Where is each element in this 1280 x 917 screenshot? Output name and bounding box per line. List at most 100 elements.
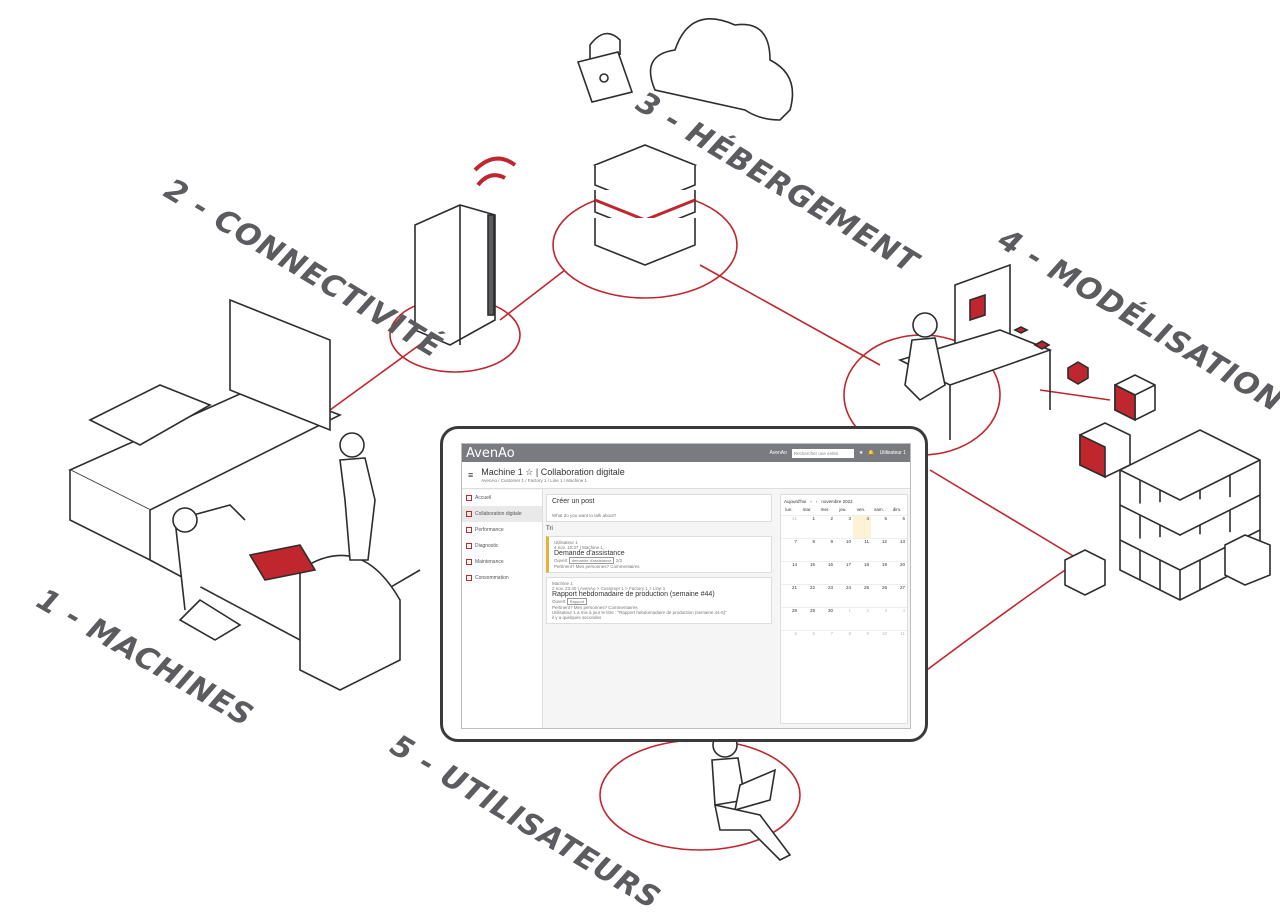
prev-month-icon[interactable]: ‹ (810, 498, 812, 504)
calendar-day[interactable]: 7 (817, 630, 835, 653)
sidebar-item-label: Consommation (475, 575, 509, 581)
calendar-day[interactable]: 26 (871, 584, 889, 607)
calendar-day[interactable]: 11 (853, 538, 871, 561)
today-button[interactable]: Aujourd'hui (784, 498, 807, 504)
calendar-day[interactable]: 4 (853, 515, 871, 538)
sidebar-item-label: Diagnostic (475, 543, 499, 549)
sort-button[interactable]: Tri (546, 526, 553, 532)
calendar-day[interactable]: 9 (853, 630, 871, 653)
status-badge: Ouvert (552, 599, 566, 604)
sidebar-item-collaboration[interactable]: Collaboration digitale (462, 506, 542, 522)
calendar-day[interactable]: 27 (889, 584, 907, 607)
post-input[interactable]: What do you want to talk about? (552, 513, 617, 518)
calendar: Aujourd'hui ‹ › novembre 2022 lun.mar.me… (780, 494, 908, 724)
diagnostic-icon (466, 543, 472, 549)
calendar-day[interactable]: 30 (817, 607, 835, 630)
calendar-day[interactable]: 8 (835, 630, 853, 653)
calendar-day[interactable]: 15 (799, 561, 817, 584)
calendar-weekday: mer. (820, 507, 830, 512)
calendar-day[interactable]: 24 (835, 584, 853, 607)
energy-icon (466, 575, 472, 581)
post-comment-time: il y a quelques secondes (552, 615, 602, 620)
calendar-day[interactable]: 5 (781, 630, 799, 653)
sidebar-item-label: Performance (475, 527, 504, 533)
calendar-day[interactable]: 2 (817, 515, 835, 538)
create-post-card[interactable]: Créer un post What do you want to talk a… (546, 494, 772, 522)
calendar-day[interactable]: 6 (799, 630, 817, 653)
chat-icon (466, 511, 472, 517)
calendar-day[interactable]: 10 (835, 538, 853, 561)
calendar-day[interactable]: 23 (817, 584, 835, 607)
post-card[interactable]: Utilisateur 1 4 nov. 10:37 | Machine 1 D… (546, 536, 772, 573)
sidebar-item-consommation[interactable]: Consommation (462, 570, 542, 586)
page-header: ≡ Machine 1 ☆ | Collaboration digitale A… (462, 462, 910, 489)
calendar-day[interactable]: 7 (781, 538, 799, 561)
bell-icon[interactable]: 🔔 (868, 450, 875, 456)
sidebar-item-label: Maintenance (475, 559, 504, 565)
post-author: Utilisateur 1 (554, 540, 578, 545)
calendar-day[interactable]: 21 (781, 584, 799, 607)
sidebar: Accueil Collaboration digitale Performan… (462, 490, 543, 728)
calendar-day[interactable]: 20 (889, 561, 907, 584)
calendar-day[interactable]: 10 (871, 630, 889, 653)
calendar-day[interactable]: 8 (799, 538, 817, 561)
calendar-day[interactable]: 13 (889, 538, 907, 561)
padlock-icon (576, 32, 634, 103)
calendar-weekday: lun. (785, 507, 793, 512)
calendar-day[interactable]: 2 (853, 607, 871, 630)
breadcrumb: AvenAo / Customer 1 / Factory 1 / Line 1… (481, 478, 587, 483)
feed: Créer un post What do you want to talk a… (546, 494, 772, 728)
calendar-day[interactable]: 19 (871, 561, 889, 584)
calendar-day[interactable]: 17 (835, 561, 853, 584)
next-month-icon[interactable]: › (815, 498, 818, 504)
calendar-weekday: jeu. (839, 507, 847, 512)
calendar-day[interactable]: 14 (781, 561, 799, 584)
topbar-app-name: AvenAo (769, 450, 787, 456)
post-actions[interactable]: Pertinent? Mes personnes? Commentaires (552, 605, 638, 610)
calendar-day[interactable]: 25 (853, 584, 871, 607)
star-icon[interactable]: ★ (858, 450, 864, 456)
app-topbar: AvenAo AvenAo Rechercher une entité ★ 🔔 … (462, 444, 910, 462)
calendar-day[interactable]: 4 (889, 607, 907, 630)
calendar-day[interactable]: 31 (781, 515, 799, 538)
calendar-day[interactable]: 16 (817, 561, 835, 584)
calendar-day[interactable]: 28 (781, 607, 799, 630)
calendar-day[interactable]: 6 (889, 515, 907, 538)
calendar-day[interactable]: 12 (871, 538, 889, 561)
post-card[interactable]: Machine 1 2 nov. 23:40 | AvenAo > Custom… (546, 577, 772, 624)
calendar-day[interactable]: 3 (835, 515, 853, 538)
chart-icon (466, 527, 472, 533)
calendar-weekday: mar. (802, 507, 812, 512)
calendar-day[interactable]: 1 (835, 607, 853, 630)
post-meta: 4 nov. 10:37 | Machine 1 (554, 545, 603, 550)
server-stack-icon (592, 144, 698, 266)
sidebar-item-maintenance[interactable]: Maintenance (462, 554, 542, 570)
post-tag: Rapport (566, 598, 588, 605)
post-actions[interactable]: Pertinent? Mes personnes? Commentaires (554, 564, 640, 569)
user-menu[interactable]: Utilisateur 1 (879, 450, 906, 456)
calendar-day[interactable]: 22 (799, 584, 817, 607)
sidebar-item-diagnostic[interactable]: Diagnostic (462, 538, 542, 554)
post-author: Machine 1 (552, 581, 573, 586)
calendar-day[interactable]: 29 (799, 607, 817, 630)
post-tag: demande d'assistance (568, 557, 615, 564)
app-logo: AvenAo (466, 445, 515, 461)
calendar-weekday: sam. (874, 507, 884, 512)
status-badge: Ouvert (554, 558, 568, 563)
post-title: Demande d'assistance (554, 550, 625, 557)
calendar-day[interactable]: 5 (871, 515, 889, 538)
calendar-day[interactable]: 3 (871, 607, 889, 630)
sidebar-item-accueil[interactable]: Accueil (462, 490, 542, 506)
search-input[interactable]: Rechercher une entité (791, 448, 854, 458)
cloud-icon (649, 18, 794, 121)
sidebar-item-performance[interactable]: Performance (462, 522, 542, 538)
calendar-day[interactable]: 9 (817, 538, 835, 561)
workstation-icon (897, 263, 1089, 440)
app-screen: AvenAo AvenAo Rechercher une entité ★ 🔔 … (461, 443, 911, 729)
calendar-day[interactable]: 18 (853, 561, 871, 584)
menu-icon[interactable]: ≡ (468, 470, 474, 480)
calendar-day[interactable]: 11 (889, 630, 907, 653)
calendar-day[interactable]: 1 (799, 515, 817, 538)
